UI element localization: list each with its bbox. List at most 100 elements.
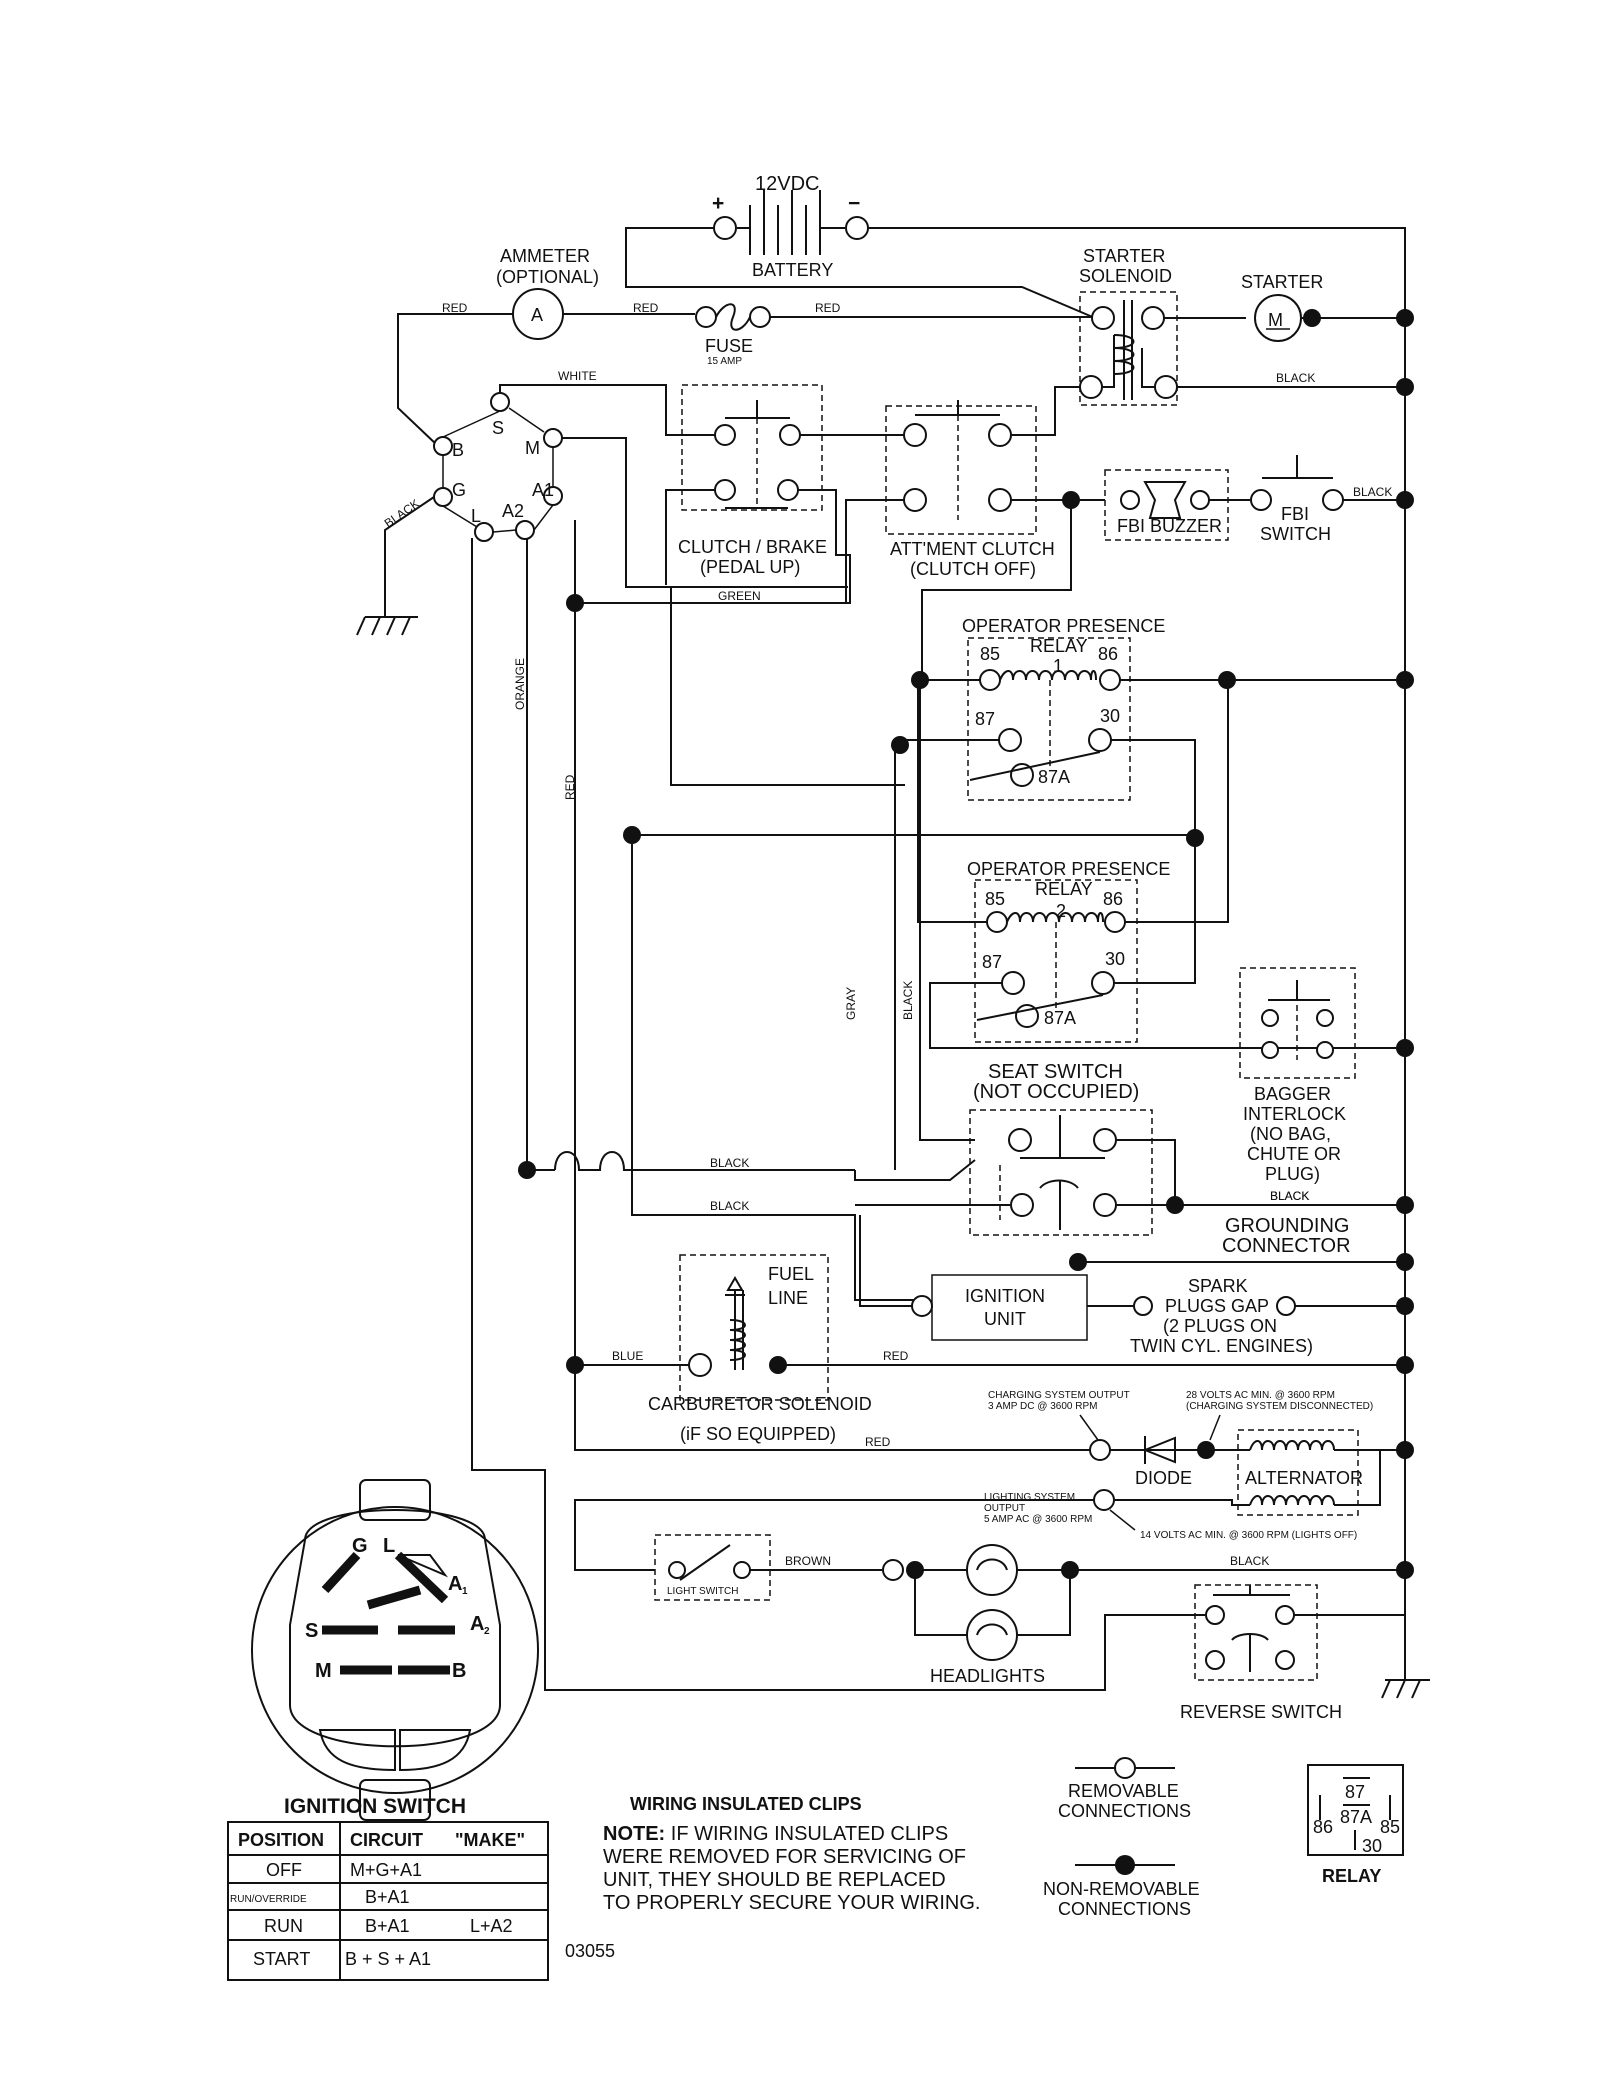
light-switch: LIGHT SWITCH bbox=[654, 1534, 771, 1601]
table-row-circuit: B+A1 bbox=[365, 1887, 410, 1907]
ammeter: AMMETER (OPTIONAL) A bbox=[496, 246, 599, 340]
battery-minus: − bbox=[848, 192, 860, 215]
bagger-label3: (NO BAG, bbox=[1250, 1124, 1331, 1144]
ammeter-label: AMMETER bbox=[500, 246, 590, 266]
operator-presence-relay-2: OPERATOR PRESENCE RELAY 2 85 86 87 30 87… bbox=[967, 859, 1170, 1043]
table-header-make: "MAKE" bbox=[455, 1830, 525, 1850]
clips-line4: TO PROPERLY SECURE YOUR WIRING. bbox=[603, 1892, 980, 1914]
headlights-label: HEADLIGHTS bbox=[930, 1666, 1045, 1686]
relay1-title: OPERATOR PRESENCE bbox=[962, 616, 1165, 636]
relay1-relay: RELAY bbox=[1030, 636, 1088, 656]
fbi-switch: FBI SWITCH bbox=[1250, 455, 1344, 544]
wire-label-black: BLACK bbox=[710, 1156, 749, 1170]
table-row-circuit: B + S + A1 bbox=[345, 1949, 431, 1969]
bagger-label1: BAGGER bbox=[1254, 1084, 1331, 1104]
drawing-number: 03055 bbox=[565, 1941, 615, 1961]
wire-label-black: BLACK bbox=[1270, 1189, 1309, 1203]
diode: DIODE bbox=[1110, 1436, 1203, 1488]
bagger-label5: PLUG) bbox=[1265, 1164, 1320, 1184]
relay1-85: 85 bbox=[980, 644, 1000, 664]
spark-label2: PLUGS GAP bbox=[1165, 1296, 1269, 1316]
ignition-unit: IGNITION UNIT bbox=[911, 1274, 1088, 1341]
fbi-buzzer: FBI BUZZER bbox=[1104, 469, 1229, 541]
relay-legend-85: 85 bbox=[1380, 1817, 1400, 1837]
table-header-circuit: CIRCUIT bbox=[350, 1830, 423, 1850]
bagger-interlock: BAGGER INTERLOCK (NO BAG, CHUTE OR PLUG) bbox=[1239, 967, 1356, 1184]
starter-symbol: M bbox=[1268, 310, 1283, 330]
clutch-brake-label: CLUTCH / BRAKE bbox=[678, 537, 827, 557]
att-clutch-label: ATT'MENT CLUTCH bbox=[890, 539, 1055, 559]
ammeter-optional: (OPTIONAL) bbox=[496, 267, 599, 287]
wire-label-brown: BROWN bbox=[785, 1554, 831, 1568]
ignition-unit-label2: UNIT bbox=[984, 1309, 1026, 1329]
wire-label-orange: ORANGE bbox=[513, 658, 527, 710]
face-a1: A bbox=[448, 1573, 462, 1595]
spark-label3: (2 PLUGS ON bbox=[1163, 1316, 1277, 1336]
wire-label-red: RED bbox=[883, 1349, 909, 1363]
relay-legend-87a: 87A bbox=[1340, 1807, 1372, 1827]
bagger-label2: INTERLOCK bbox=[1243, 1104, 1346, 1124]
relay2-86: 86 bbox=[1103, 889, 1123, 909]
spark-plugs: SPARK PLUGS GAP (2 PLUGS ON TWIN CYL. EN… bbox=[1130, 1276, 1313, 1356]
charging-system: CHARGING SYSTEM OUTPUT 3 AMP DC @ 3600 R… bbox=[988, 1390, 1373, 1412]
table-row-position: START bbox=[253, 1949, 310, 1969]
terminal-g: G bbox=[452, 480, 466, 500]
relay2-relay: RELAY bbox=[1035, 879, 1093, 899]
clips-line3: UNIT, THEY SHOULD BE REPLACED bbox=[603, 1869, 946, 1891]
carburetor-solenoid: FUEL LINE CARBURETOR SOLENOID (iF SO EQU… bbox=[648, 1254, 872, 1444]
relay2-30: 30 bbox=[1105, 949, 1125, 969]
lighting-output-label: LIGHTING SYSTEM bbox=[984, 1492, 1075, 1503]
carb-label2: (iF SO EQUIPPED) bbox=[680, 1424, 836, 1444]
battery: 12VDC + − BATTERY bbox=[712, 173, 869, 280]
table-header-position: POSITION bbox=[238, 1830, 324, 1850]
grounding-label2: CONNECTOR bbox=[1222, 1235, 1351, 1257]
face-b: B bbox=[452, 1660, 466, 1682]
starter-motor: STARTER M bbox=[1241, 272, 1323, 342]
clips-line2: WERE REMOVED FOR SERVICING OF bbox=[603, 1846, 966, 1868]
lighting-ac-label: 14 VOLTS AC MIN. @ 3600 RPM (LIGHTS OFF) bbox=[1140, 1530, 1357, 1541]
terminal-s: S bbox=[492, 418, 504, 438]
relay2-85: 85 bbox=[985, 889, 1005, 909]
legend-removable: REMOVABLE bbox=[1068, 1781, 1179, 1801]
starter-solenoid: STARTER SOLENOID bbox=[1079, 246, 1178, 406]
lighting-system: LIGHTING SYSTEM OUTPUT 5 AMP AC @ 3600 R… bbox=[984, 1492, 1357, 1541]
seat-switch-label: SEAT SWITCH bbox=[988, 1061, 1123, 1083]
charging-output-label: CHARGING SYSTEM OUTPUT bbox=[988, 1390, 1130, 1401]
face-a1-sub: 1 bbox=[462, 1586, 468, 1597]
wire-label-black: BLACK bbox=[1276, 371, 1315, 385]
diode-label: DIODE bbox=[1135, 1468, 1192, 1488]
relay2-87: 87 bbox=[982, 952, 1002, 972]
wire-label-red: RED bbox=[815, 301, 841, 315]
wire-label-red: RED bbox=[563, 774, 577, 800]
grounding-connector: GROUNDING CONNECTOR bbox=[1222, 1215, 1351, 1257]
fuel-label2: LINE bbox=[768, 1288, 808, 1308]
svg-text:NOTE: IF WIRING INSULATED CLIP: NOTE: IF WIRING INSULATED CLIPS bbox=[603, 1823, 948, 1845]
operator-presence-relay-1: OPERATOR PRESENCE RELAY 1 85 86 87 30 87… bbox=[962, 616, 1165, 801]
relay2-87a: 87A bbox=[1044, 1008, 1076, 1028]
reverse-switch-label: REVERSE SWITCH bbox=[1180, 1702, 1342, 1722]
wire-label-black: BLACK bbox=[1230, 1554, 1269, 1568]
battery-label: BATTERY bbox=[752, 260, 833, 280]
ignition-switch-face: G L A 1 A 2 S M B bbox=[251, 1479, 539, 1821]
face-m: M bbox=[315, 1660, 332, 1682]
relay1-87a: 87A bbox=[1038, 767, 1070, 787]
fuel-label1: FUEL bbox=[768, 1264, 814, 1284]
fuse-rating: 15 AMP bbox=[707, 356, 742, 367]
starter-solenoid-label: STARTER bbox=[1083, 246, 1165, 266]
fbi-switch-label: FBI bbox=[1281, 504, 1309, 524]
ignition-table-title: IGNITION SWITCH bbox=[284, 1795, 466, 1818]
ignition-switch-terminals: B S M G A1 L A2 bbox=[433, 392, 563, 542]
ignition-unit-label: IGNITION bbox=[965, 1286, 1045, 1306]
battery-voltage: 12VDC bbox=[755, 173, 819, 195]
seat-switch: SEAT SWITCH (NOT OCCUPIED) bbox=[969, 1061, 1153, 1236]
table-row-position: OFF bbox=[266, 1860, 302, 1880]
wire-label-red: RED bbox=[865, 1435, 891, 1449]
fbi-switch-label2: SWITCH bbox=[1260, 524, 1331, 544]
wire-label-black: BLACK bbox=[710, 1199, 749, 1213]
clips-line1: IF WIRING INSULATED CLIPS bbox=[665, 1823, 948, 1845]
relay1-87: 87 bbox=[975, 709, 995, 729]
clutch-brake-label2: (PEDAL UP) bbox=[700, 557, 800, 577]
face-a2: A bbox=[470, 1613, 484, 1635]
att-clutch-label2: (CLUTCH OFF) bbox=[910, 559, 1036, 579]
charging-output-rating: 3 AMP DC @ 3600 RPM bbox=[988, 1401, 1097, 1412]
